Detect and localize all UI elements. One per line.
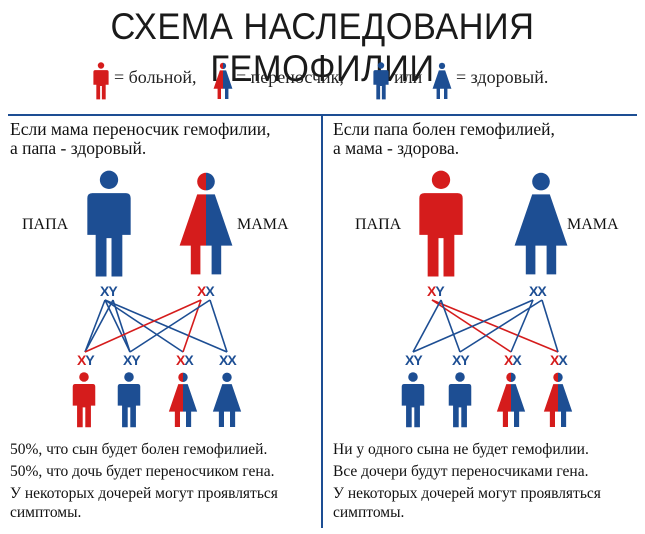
left-child-3-genotype: XX bbox=[176, 352, 194, 368]
left-child-3-carrier-daughter bbox=[168, 372, 198, 427]
left-child-1-sick-son bbox=[72, 372, 96, 428]
left-result-2: 50%, что дочь будет переносчиком гена. bbox=[10, 463, 275, 480]
left-father-figure bbox=[87, 170, 131, 277]
left-heading: Если мама переносчик гемофилии, а папа -… bbox=[10, 119, 271, 158]
legend-sick-text: = больной, bbox=[114, 67, 197, 87]
vertical-divider bbox=[321, 116, 323, 528]
right-result-2: Все дочери будут переносчиками гена. bbox=[333, 463, 589, 480]
right-mother-genotype: XX bbox=[529, 283, 547, 299]
legend-healthy-text: = здоровый. bbox=[456, 67, 549, 87]
healthy-female-icon bbox=[432, 62, 452, 99]
right-scenario-panel: Если папа болен гемофилией, а мама - здо… bbox=[323, 116, 644, 534]
left-result-1: 50%, что сын будет болен гемофилией. bbox=[10, 441, 268, 458]
right-child-2-healthy-son bbox=[448, 372, 472, 428]
carrier-female-icon bbox=[213, 62, 233, 99]
left-child-2-genotype: XY bbox=[123, 352, 141, 368]
right-result-3: У некоторых дочерей могут проявляться си… bbox=[333, 485, 601, 521]
left-child-2-healthy-son bbox=[117, 372, 141, 428]
legend: = больной, = переносчик, или = здоровый. bbox=[0, 58, 645, 102]
healthy-male-icon bbox=[373, 62, 389, 100]
right-child-1-healthy-son bbox=[401, 372, 425, 428]
page-title: СХЕМА НАСЛЕДОВАНИЯ ГЕМОФИЛИИ bbox=[110, 6, 535, 89]
right-mother-label: МАМА bbox=[567, 216, 619, 233]
right-mother-figure bbox=[514, 172, 568, 275]
left-father-genotype: XY bbox=[100, 283, 118, 299]
legend-or-text: или bbox=[394, 67, 423, 87]
right-father-figure bbox=[419, 170, 463, 277]
left-mother-genotype: XX bbox=[197, 283, 215, 299]
right-child-2-genotype: XY bbox=[452, 352, 470, 368]
sick-male-icon bbox=[93, 62, 109, 100]
left-father-label: ПАПА bbox=[22, 216, 69, 233]
right-inheritance-lines bbox=[412, 299, 559, 353]
left-result-3: У некоторых дочерей могут проявляться си… bbox=[10, 485, 278, 521]
right-father-label: ПАПА bbox=[355, 216, 402, 233]
left-mother-label: МАМА bbox=[237, 216, 289, 233]
left-child-4-genotype: XX bbox=[219, 352, 237, 368]
left-child-4-healthy-daughter bbox=[212, 372, 242, 427]
right-child-1-genotype: XY bbox=[405, 352, 423, 368]
right-child-4-carrier-daughter bbox=[543, 372, 573, 427]
horizontal-divider bbox=[8, 114, 637, 116]
left-scenario-panel: Если мама переносчик гемофилии, а папа -… bbox=[0, 116, 321, 534]
left-child-1-genotype: XY bbox=[77, 352, 95, 368]
right-heading: Если папа болен гемофилией, а мама - здо… bbox=[333, 119, 555, 158]
right-father-genotype: XY bbox=[427, 283, 445, 299]
legend-carrier-text: = переносчик, bbox=[236, 67, 344, 87]
right-child-4-genotype: XX bbox=[550, 352, 568, 368]
right-result-1: Ни у одного сына не будет гемофилии. bbox=[333, 441, 589, 458]
left-mother-figure bbox=[179, 172, 233, 275]
right-child-3-genotype: XX bbox=[504, 352, 522, 368]
right-child-3-carrier-daughter bbox=[496, 372, 526, 427]
left-inheritance-lines bbox=[84, 299, 228, 353]
